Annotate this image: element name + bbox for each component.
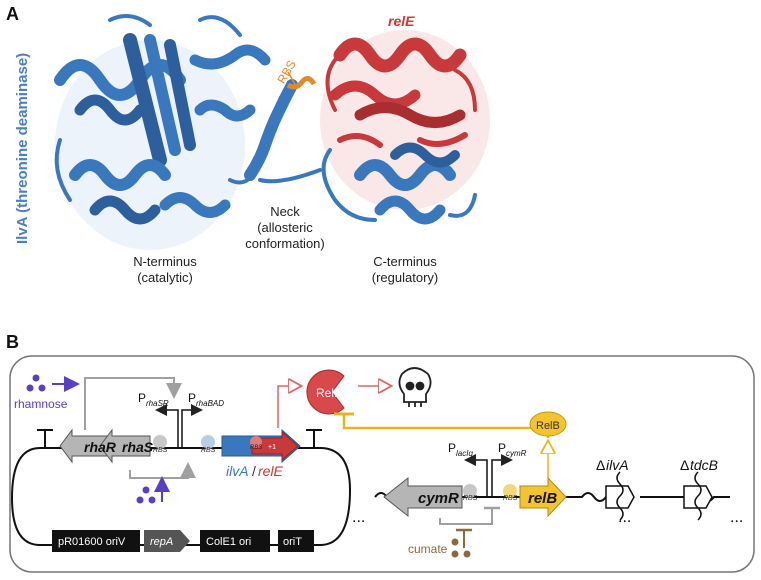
dots-mid: ... xyxy=(618,509,631,526)
promoter-laciq-arrow xyxy=(464,454,488,497)
relb-inhibition-line xyxy=(342,415,550,438)
part-repa-label: repA xyxy=(150,536,173,548)
rhas-activation-arrow xyxy=(84,377,182,430)
dots-right: ... xyxy=(730,509,743,526)
rbs-rele-label: RBS xyxy=(250,445,262,451)
slash-label: / xyxy=(252,463,256,479)
delta-tdcb-label: tdcB xyxy=(690,457,718,473)
rhar-label: rhaR xyxy=(84,439,117,455)
c-terminus-title: C-terminus xyxy=(373,254,437,269)
rbs-cymr xyxy=(463,484,477,498)
n-terminus-sub: (catalytic) xyxy=(137,270,193,285)
neck-sub: (allosteric conformation) xyxy=(245,220,325,251)
part-orivbox xyxy=(52,530,140,552)
rbs-mark xyxy=(286,71,317,90)
panel-b-label: B xyxy=(6,332,19,352)
cymr-label: cymR xyxy=(418,490,459,507)
rele-protein xyxy=(306,369,345,415)
promoter-cymr-p: P xyxy=(498,441,506,455)
promoter-cymr-sub: cymR xyxy=(506,449,527,458)
protein-structure: RBS relE xyxy=(54,13,490,250)
n-terminus-title: N-terminus xyxy=(133,254,197,269)
promoter-laciq-p: P xyxy=(448,441,456,455)
tdcb-knockout xyxy=(683,471,713,521)
delta-ilva-label: ilvA xyxy=(606,457,629,473)
promoter-rhabad-sub: rhaBAD xyxy=(196,399,224,408)
neck-label: Neck (allosteric conformation) xyxy=(225,204,345,252)
rele-label: relE xyxy=(388,13,415,29)
rbs-ilva xyxy=(201,435,215,449)
promoter-rhasr-p: P xyxy=(138,391,146,405)
promoter-rhasr-sub: rhaSR xyxy=(146,399,169,408)
n-terminus-structure xyxy=(54,14,271,250)
rbs-cymr-label: RBS xyxy=(463,495,478,502)
panel-b-frame xyxy=(9,355,755,573)
chromosome-strand-1 xyxy=(374,492,620,502)
rhas-label: rhaS xyxy=(122,439,154,455)
part-cole1-box xyxy=(200,530,270,552)
rbs-ilva-label: RBS xyxy=(201,447,216,454)
rhamnose-label: rhamnose xyxy=(14,397,68,411)
c-terminus-structure xyxy=(321,142,477,225)
part-cole1-label: ColE1 ori xyxy=(206,536,251,548)
ilva-knockout xyxy=(605,471,635,521)
relb-gene xyxy=(519,476,567,518)
cumate-dots xyxy=(451,538,471,558)
rbs-rele xyxy=(250,436,262,448)
cymr-gene xyxy=(383,476,463,518)
part-orit-label: oriT xyxy=(283,536,302,548)
c-terminus-label: C-terminus (regulatory) xyxy=(345,254,465,286)
ilva-label: ilvA xyxy=(226,463,249,479)
skull-icon xyxy=(398,367,432,407)
delta-ilva-symbol: Δ xyxy=(596,457,605,473)
plasmid-backbone xyxy=(10,447,352,546)
neck-title: Neck xyxy=(270,204,300,219)
delta-tdcb-symbol: Δ xyxy=(680,457,689,473)
promoter-cymr-arrow xyxy=(491,454,513,497)
rbs-rhas-label: RBS xyxy=(153,447,168,454)
rele-gene xyxy=(251,430,299,462)
relb-protein xyxy=(529,411,567,437)
rbs-rhas xyxy=(153,435,167,449)
terminator-right xyxy=(306,429,322,448)
part-orit-box xyxy=(278,530,314,552)
c-terminus-sub: (regulatory) xyxy=(371,270,439,285)
rbs-relb xyxy=(503,484,517,498)
rhamnose-dots-bottom xyxy=(136,486,156,504)
rhamnose-dots-top xyxy=(26,374,46,392)
rele-gene-label: relE xyxy=(258,463,284,479)
cumate-label: cumate xyxy=(408,542,448,556)
rhamnose-activation-arrow xyxy=(129,462,196,479)
n-terminus-label: N-terminus (catalytic) xyxy=(100,254,230,286)
neck-helix xyxy=(244,79,322,184)
promoter-rhabad-p: P xyxy=(188,391,196,405)
rhas-gene xyxy=(99,428,151,464)
part-repa-box xyxy=(144,530,190,552)
panel-a-label: A xyxy=(6,4,19,24)
rele-protein-label: RelE xyxy=(316,386,342,400)
promoter-rhasr-arrow xyxy=(155,404,179,448)
relb-protein-label: RelB xyxy=(536,420,560,432)
plus1-label: +1 xyxy=(268,444,276,451)
promoter-laciq-sub: lacIq xyxy=(456,449,473,458)
relb-label: relB xyxy=(528,490,557,507)
promoter-rhabad-arrow xyxy=(181,404,203,448)
dots-left: ... xyxy=(352,509,365,526)
ilva-to-rele-arrow xyxy=(277,386,300,428)
part-oriv-label: pR01600 oriV xyxy=(58,536,126,548)
cymr-repression-line xyxy=(439,508,493,525)
rbs-relb-label: RBS xyxy=(503,495,518,502)
terminator-left xyxy=(37,429,53,448)
